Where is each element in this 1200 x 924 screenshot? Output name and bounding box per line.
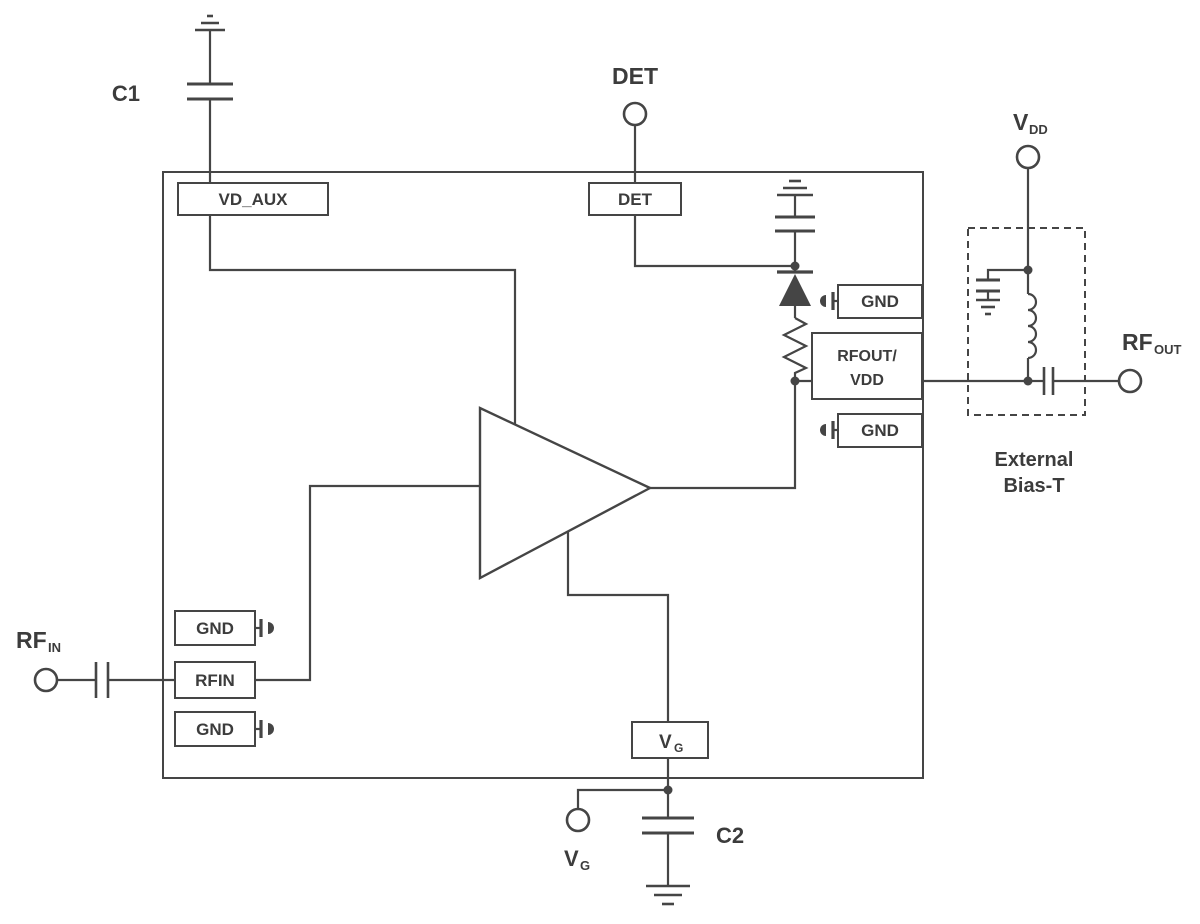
- gnd-via-icon: [268, 723, 274, 735]
- vdd-terminal: [1015, 144, 1041, 170]
- series-capacitor-icon: [1042, 367, 1055, 395]
- rfin-pin-label: RFIN: [195, 671, 235, 690]
- bias-t: V DD External Bias-T: [922, 109, 1119, 497]
- amplifier-symbol: [478, 406, 653, 580]
- wire-amp-to-vg: [566, 531, 670, 722]
- capacitor-icon: [642, 816, 694, 835]
- vd-aux-pin: VD_AUX: [177, 182, 329, 216]
- wire-vdaux-to-amp: [208, 215, 517, 425]
- capacitor-icon: [775, 215, 815, 233]
- capacitor-icon: [976, 278, 1000, 293]
- gnd-pin-label: GND: [196, 619, 234, 638]
- rfout-pin-label-line1: RFOUT/: [837, 348, 897, 365]
- rf-in-label: RF: [16, 627, 47, 653]
- inductor-icon: [1027, 292, 1038, 360]
- vg-c2-branch: V G C2: [564, 758, 744, 906]
- rf-out-label: RF: [1122, 329, 1153, 355]
- c1-label: C1: [112, 81, 140, 106]
- rf-out-terminal: [1117, 368, 1143, 394]
- gnd-pin-in-bottom: GND: [174, 711, 274, 747]
- ground-icon: [646, 884, 690, 906]
- vdd-label-sub: DD: [1029, 122, 1048, 137]
- rfout-vdd-pin: RFOUT/ VDD: [811, 332, 923, 400]
- gnd-via-icon: [268, 622, 274, 634]
- vg-label-sub: G: [580, 858, 590, 873]
- rf-in-label-sub: IN: [48, 640, 61, 655]
- wire: [986, 268, 1028, 280]
- vg-label: V: [564, 846, 579, 871]
- rf-in-terminal: [33, 667, 59, 693]
- ic-boundary: [162, 171, 924, 779]
- junction-dot: [663, 785, 673, 795]
- gnd-pin-label: GND: [861, 421, 899, 440]
- c2-label: C2: [716, 823, 744, 848]
- c1-branch: C1: [112, 14, 233, 183]
- vg-pin-label: V: [659, 732, 672, 753]
- wire-to-vg-terminal: [576, 788, 668, 809]
- resistor-icon: [781, 317, 809, 381]
- capacitor-icon: [187, 82, 233, 101]
- det-terminal: [622, 101, 648, 127]
- gnd-via-icon: [820, 424, 826, 436]
- ground-icon: [195, 14, 225, 32]
- det-label: DET: [612, 63, 658, 89]
- gnd-pin-out-bottom: GND: [820, 413, 923, 448]
- vg-terminal: [565, 807, 591, 833]
- rf-out-label-sub: OUT: [1154, 342, 1182, 357]
- vg-pin: V G: [631, 721, 709, 759]
- gnd-via-icon: [820, 295, 826, 307]
- ground-icon: [976, 298, 1000, 316]
- det-pin-label: DET: [618, 190, 653, 209]
- series-capacitor-icon: [94, 662, 110, 698]
- junction-dot: [790, 261, 800, 271]
- gnd-pin-in-top: GND: [174, 610, 274, 646]
- rfin-pin: RFIN: [174, 661, 256, 699]
- bias-t-outline: [967, 227, 1086, 416]
- wire-det-to-diode: [633, 215, 795, 268]
- vdd-label: V: [1013, 109, 1029, 135]
- diode-icon: [777, 270, 813, 306]
- wire-rfin-to-amp: [255, 484, 480, 682]
- gnd-pin-label: GND: [196, 720, 234, 739]
- det-branch: DET DET: [588, 63, 795, 268]
- vg-pin-label-sub: G: [674, 741, 683, 755]
- detector-column: [775, 179, 815, 386]
- rfout-pin-label-line2: VDD: [850, 372, 884, 389]
- vd-aux-pin-label: VD_AUX: [219, 190, 289, 209]
- bias-t-caption-line2: Bias-T: [1003, 475, 1064, 497]
- wire-amp-output: [650, 381, 797, 490]
- gnd-pin-label: GND: [861, 292, 899, 311]
- gnd-pin-out-top: GND: [820, 284, 923, 319]
- ground-icon: [777, 179, 813, 197]
- rf-out-branch: RF OUT: [1117, 329, 1182, 394]
- bias-t-caption-line1: External: [995, 449, 1074, 471]
- rf-in-branch: RF IN: [16, 627, 175, 698]
